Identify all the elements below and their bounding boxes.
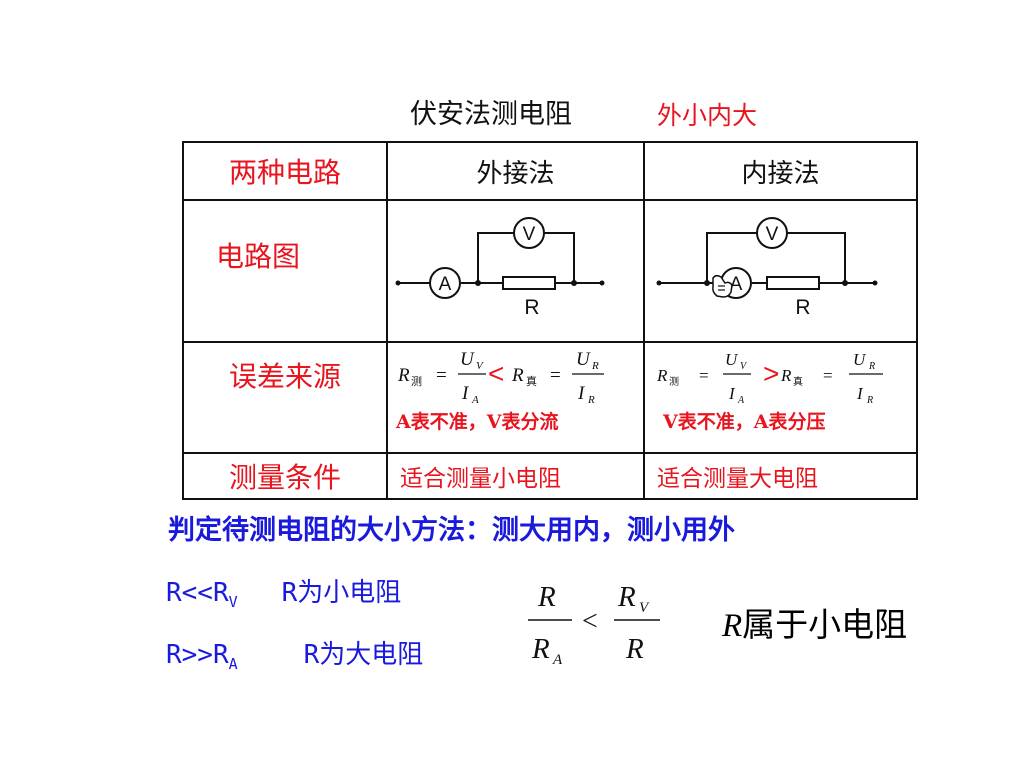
table-row: 误差来源 R 测 = U V I A < R 真 = U R [182,341,918,454]
internal-error-note: V表不准，A表分压 [663,411,826,433]
resistor-label: R [524,296,539,319]
hand-cursor-icon [712,274,733,298]
svg-text:V: V [766,224,779,245]
svg-text:=: = [550,365,561,386]
row-label-error-source: 误差来源 [182,341,388,454]
greater-than-comparator: > [763,358,779,389]
svg-text:V: V [523,224,536,245]
svg-text:I: I [461,383,470,404]
svg-text:I: I [577,383,586,404]
rule-condition-sub: A [228,655,238,674]
svg-text:R: R [587,394,595,405]
svg-text:真: 真 [526,374,537,388]
rule-result: R为大电阻 [303,640,424,670]
svg-text:R: R [656,366,668,385]
internal-circuit-cell: A V R [643,199,918,343]
svg-text:R: R [625,633,644,665]
svg-text:V: V [740,361,748,372]
voltmeter-icon: V [513,217,545,249]
svg-text:A: A [730,274,743,295]
page-title: 伏安法测电阻 [410,99,572,130]
row-label-diagram: 电路图 [182,199,388,343]
svg-text:U: U [460,349,475,370]
external-error-note: A表不准，V表分流 [396,411,559,433]
less-than-comparator: < [488,358,504,389]
svg-text:R: R [617,581,636,613]
external-error-cell: R 测 = U V I A < R 真 = U R I R [386,341,645,454]
col-header-external: 外接法 [386,141,645,201]
table-row: 测量条件 适合测量小电阻 适合测量大电阻 [182,452,918,500]
svg-text:R: R [780,366,792,385]
ammeter-icon: A [429,267,461,299]
svg-text:R: R [511,365,524,386]
svg-text:=: = [699,366,709,385]
table-row: 电路图 A [182,199,918,343]
external-circuit-cell: A V R [386,199,645,343]
judge-method-text: 判定待测电阻的大小方法：测大用内，测小用外 [168,515,735,546]
svg-text:R: R [397,365,410,386]
table-row: 两种电路 外接法 内接法 [182,141,918,201]
svg-text:U: U [853,350,867,369]
comparison-formula: R R A < R V R [528,581,660,668]
svg-text:A: A [552,652,563,668]
rule-condition: R>>R [166,640,229,670]
svg-text:R: R [591,360,599,372]
comparison-table: 两种电路 外接法 内接法 电路图 A [182,141,918,500]
rule-result: R为小电阻 [281,578,402,608]
svg-text:测: 测 [411,375,422,388]
result-statement: R属于小电阻 [722,605,908,644]
external-circuit-diagram: A V R [395,217,605,319]
svg-text:=: = [823,366,833,385]
svg-text:V: V [639,600,650,616]
svg-text:R: R [531,633,550,665]
external-condition: 适合测量小电阻 [386,452,645,500]
voltmeter-icon: V [756,217,788,249]
svg-text:R: R [868,361,875,372]
internal-error-cell: R 测 = U V I A > R 真 = U R I R [643,341,918,454]
row-label-conditions: 测量条件 [182,452,388,500]
svg-text:I: I [728,384,736,403]
svg-text:真: 真 [793,375,803,388]
internal-error-formula: R 测 = U V I A > R 真 = U R I R [656,350,883,405]
rule-condition-sub: V [228,593,238,612]
svg-text:A: A [471,394,479,405]
svg-text:R: R [866,395,873,405]
resistor-label: R [795,296,810,319]
internal-condition: 适合测量大电阻 [643,452,918,500]
svg-text:R: R [537,581,556,613]
svg-text:U: U [725,350,739,369]
page-subtitle: 外小内大 [657,101,758,130]
svg-text:A: A [439,274,452,295]
svg-text:I: I [856,384,864,403]
svg-text:<: < [582,606,598,637]
svg-text:U: U [576,349,591,370]
svg-text:=: = [436,365,447,386]
svg-text:测: 测 [669,375,679,388]
col-header-internal: 内接法 [643,141,918,201]
svg-text:A: A [737,395,745,405]
rule-condition: R<<R [166,578,229,608]
internal-circuit-diagram: A V R [656,217,878,319]
external-error-formula: R 测 = U V I A < R 真 = U R I R [397,349,604,405]
svg-text:V: V [476,360,484,372]
rule-small-resistance: R<<RV R为小电阻 [166,572,401,611]
rule-large-resistance: R>>RA R为大电阻 [166,634,423,673]
row-label-circuits: 两种电路 [182,141,388,201]
